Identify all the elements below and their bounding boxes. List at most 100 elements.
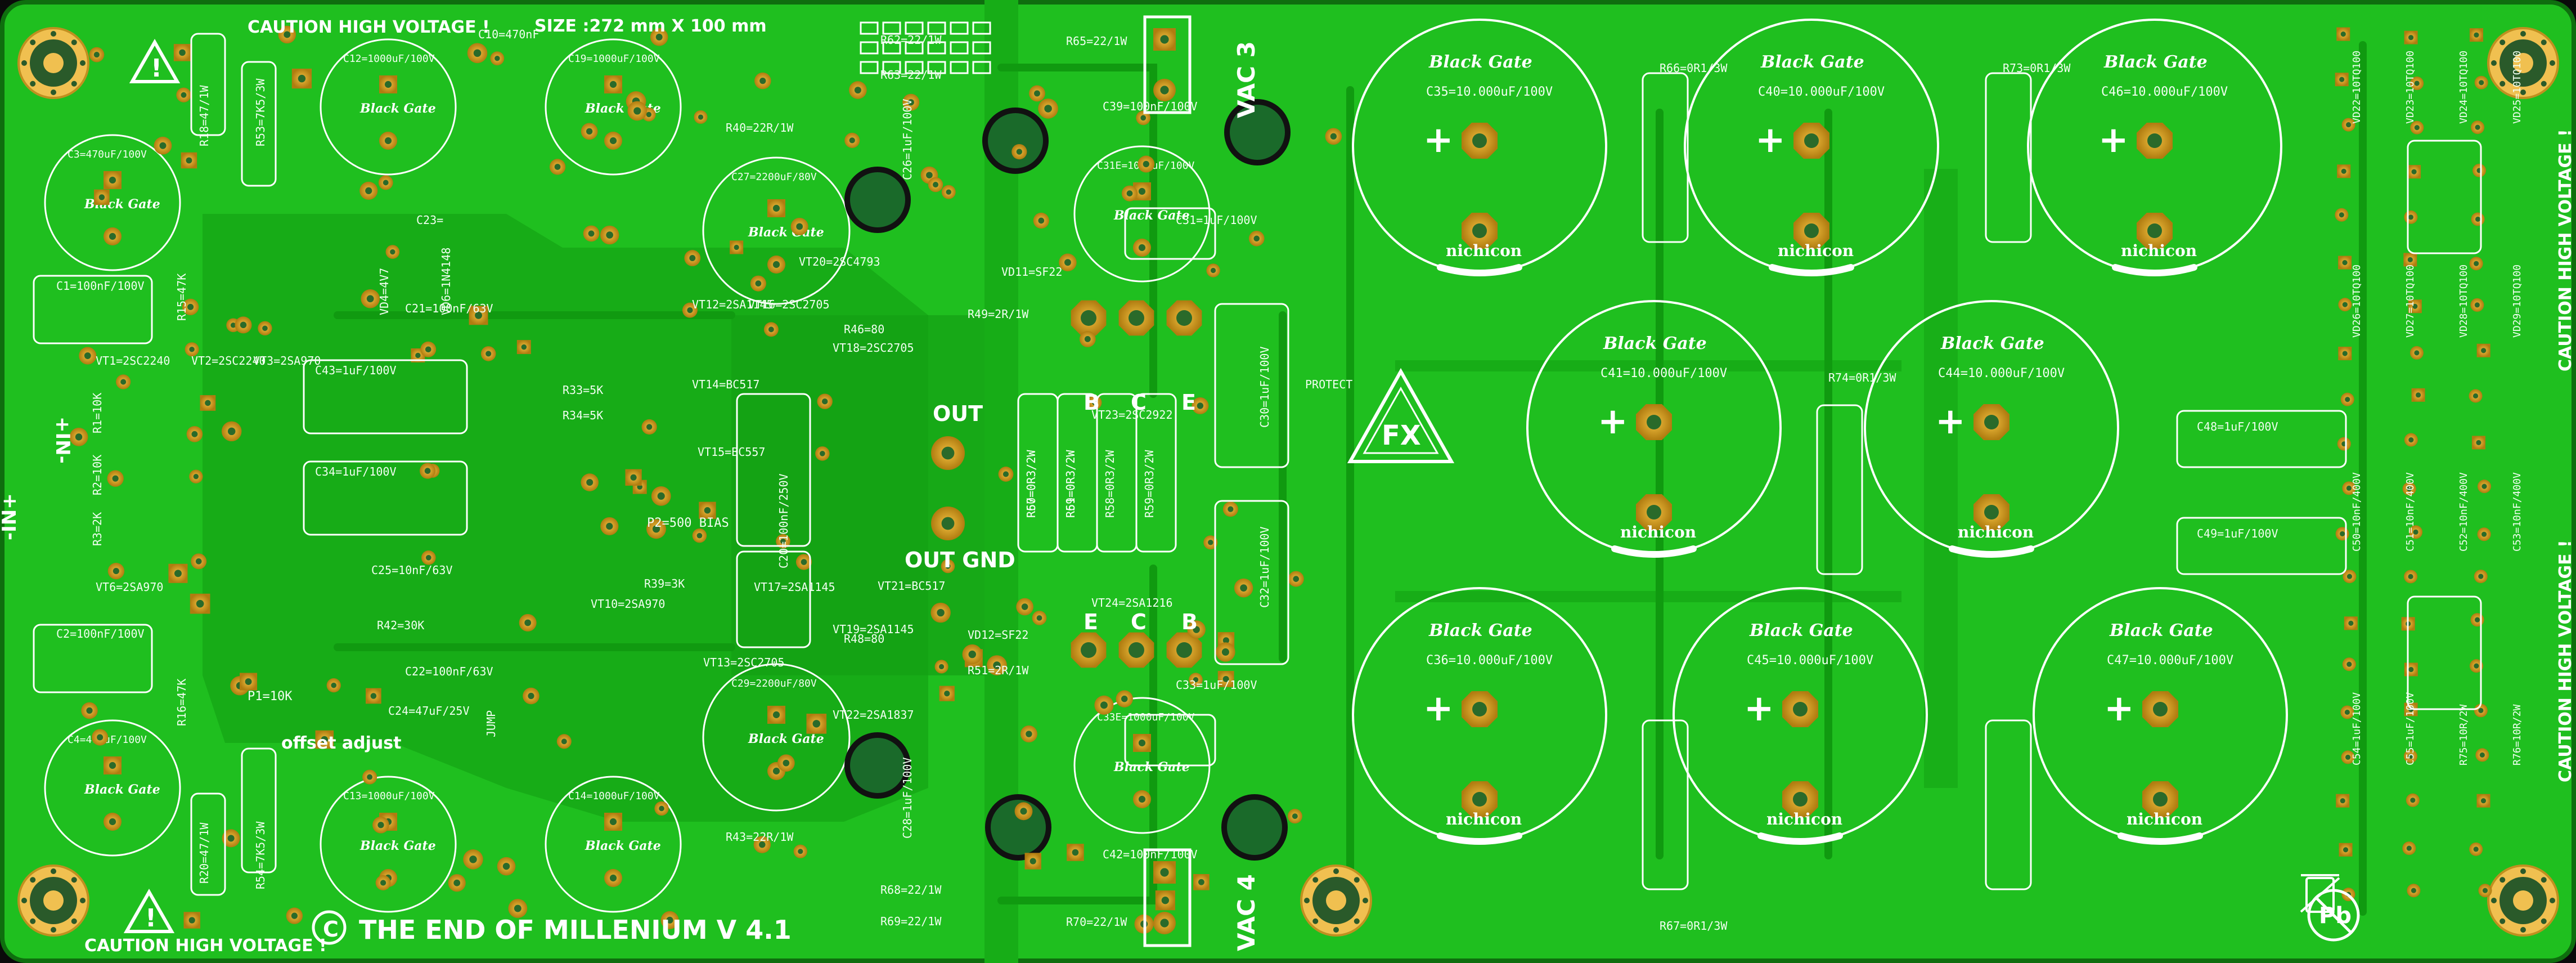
resistor-label: R49=2R/1W — [968, 307, 1029, 321]
transistor-label: VT21=BC517 — [878, 579, 945, 593]
rail-resistor-label: R67=0R1/3W — [1660, 919, 1728, 933]
component-outline — [905, 21, 924, 35]
resistor-label: R65=22/1W — [1066, 34, 1127, 48]
vac4-label: VAC 4 — [1233, 874, 1260, 951]
mounting-hole-icon — [17, 27, 89, 99]
film-cap-label: C2=100nF/100V — [56, 627, 145, 640]
mounting-hole-icon — [2487, 865, 2559, 937]
brand-logo: Black Gate — [1428, 52, 1532, 72]
terminal-pad — [1793, 123, 1829, 159]
transistor-label: VT3=2SA970 — [253, 354, 321, 368]
copyright-glyph: C — [323, 917, 339, 942]
pin-c-top: C — [1131, 390, 1147, 415]
polarity-plus: + — [2104, 688, 2134, 729]
brand-logo: Black Gate — [1940, 334, 2044, 353]
transistor-hole-icon — [1224, 99, 1291, 165]
component-outline — [860, 61, 879, 74]
polarity-plus: + — [1935, 401, 1966, 442]
resistor-label: C42=100nF/100V — [1103, 848, 1198, 861]
brand-logo: Black Gate — [1603, 334, 1707, 353]
component-outline — [882, 61, 901, 74]
resistor-label: C10=470nF — [478, 28, 539, 41]
rail-resistor-label: R73=0R1/3W — [2003, 61, 2071, 75]
component-outlines — [33, 21, 2482, 896]
brand-nichicon: nichicon — [2121, 241, 2197, 260]
component-outline — [2407, 595, 2482, 710]
transistor-hole-icon — [844, 167, 911, 233]
resistor-label: R43=22R/1W — [726, 830, 794, 844]
resistor-label: R68=22/1W — [880, 883, 942, 897]
component-outline — [860, 21, 879, 35]
caution-right-1: CAUTION HIGH VOLTAGE ! — [2556, 129, 2575, 371]
right-edge-label: VD28=10TQ100 — [2458, 265, 2470, 338]
diode-label: VD11=SF22 — [1001, 265, 1062, 279]
right-edge-label: VD23=10TQ100 — [2404, 51, 2416, 124]
component-outline — [927, 41, 946, 55]
component-outline — [2176, 517, 2347, 575]
in-plus-label: +IN- — [51, 416, 74, 464]
component-outline — [1642, 719, 1689, 890]
right-edge-label: C52=10nF/400V — [2458, 472, 2470, 552]
component-outline — [905, 41, 924, 55]
capacitor-value: C41=10.000uF/100V — [1601, 366, 1727, 380]
brand-nichicon: nichicon — [1620, 523, 1696, 541]
component-outline — [1214, 303, 1289, 468]
mount-holes-layer — [17, 27, 2559, 937]
terminal-pad — [1636, 404, 1672, 440]
p2-bias-label: P2=500 BIAS — [647, 516, 729, 530]
brand-logo: Black Gate — [1760, 52, 1864, 72]
component-outline — [736, 393, 811, 547]
resistor-label: R54=7K5/3W — [254, 821, 267, 889]
resistor-label: R3=2K — [91, 512, 104, 546]
vac4-connector: VAC 4 — [1143, 848, 1260, 951]
transistor-hole-icon — [844, 732, 911, 799]
component-outline — [241, 747, 277, 874]
warning-icon: ! — [129, 38, 181, 83]
transistor-label: VT19=2SA1145 — [833, 622, 914, 636]
film-cap-label: C49=1uF/100V — [2197, 527, 2278, 540]
film-cap-label: C48=1uF/100V — [2197, 420, 2278, 433]
fx-logo-icon: FX — [1347, 368, 1455, 463]
pin-e-top: E — [1181, 390, 1196, 415]
film-cap-label: C1=100nF/100V — [56, 279, 145, 293]
emitter-resistor-label: R59=0R3/2W — [1064, 450, 1077, 518]
terminal-pad — [1782, 781, 1818, 817]
component-outline — [882, 21, 901, 35]
terminal-pad — [2137, 123, 2173, 159]
svg-text:!: ! — [151, 54, 162, 83]
right-edge-label: VD29=10TQ100 — [2511, 265, 2523, 338]
right-edge-label: C51=10nF/400V — [2404, 472, 2416, 552]
right-edge-label: C55=1uF/100V — [2404, 692, 2416, 765]
pin-c-bottom: C — [1131, 610, 1147, 634]
component-outline — [972, 21, 991, 35]
terminal-pad — [1636, 494, 1672, 530]
right-edge-label: VD26=10TQ100 — [2351, 265, 2363, 338]
component-outline — [33, 624, 153, 693]
component-outline — [241, 61, 277, 187]
terminal-pad — [1462, 123, 1498, 159]
component-outline — [1124, 207, 1216, 260]
capacitor-mid-7: Black GateC31E=1000uF/100V — [1073, 145, 1211, 283]
capacitor-value: C3=470uF/100V — [68, 149, 147, 160]
mounting-hole-icon — [1300, 865, 1372, 937]
brand-logo: Black Gate — [1749, 621, 1853, 640]
emitter-resistor-label: R57=0R3/2W — [1024, 450, 1038, 518]
transistor-label: VT6=2SA970 — [96, 580, 163, 594]
emitter-resistor-label: R58=0R3/2W — [1103, 450, 1117, 518]
component-outline — [2176, 410, 2347, 468]
capacitor-value: C36=10.000uF/100V — [1426, 653, 1553, 668]
right-edge-label: VD24=10TQ100 — [2458, 51, 2470, 124]
transistor-hole-icon — [982, 108, 1049, 174]
component-outline — [927, 61, 946, 74]
capacitor-value: C44=10.000uF/100V — [1938, 366, 2065, 380]
right-edge-label: VD22=10TQ100 — [2351, 51, 2363, 124]
resistor-label: R20=47/1W — [197, 822, 211, 884]
warning-icon: ! — [123, 888, 175, 933]
